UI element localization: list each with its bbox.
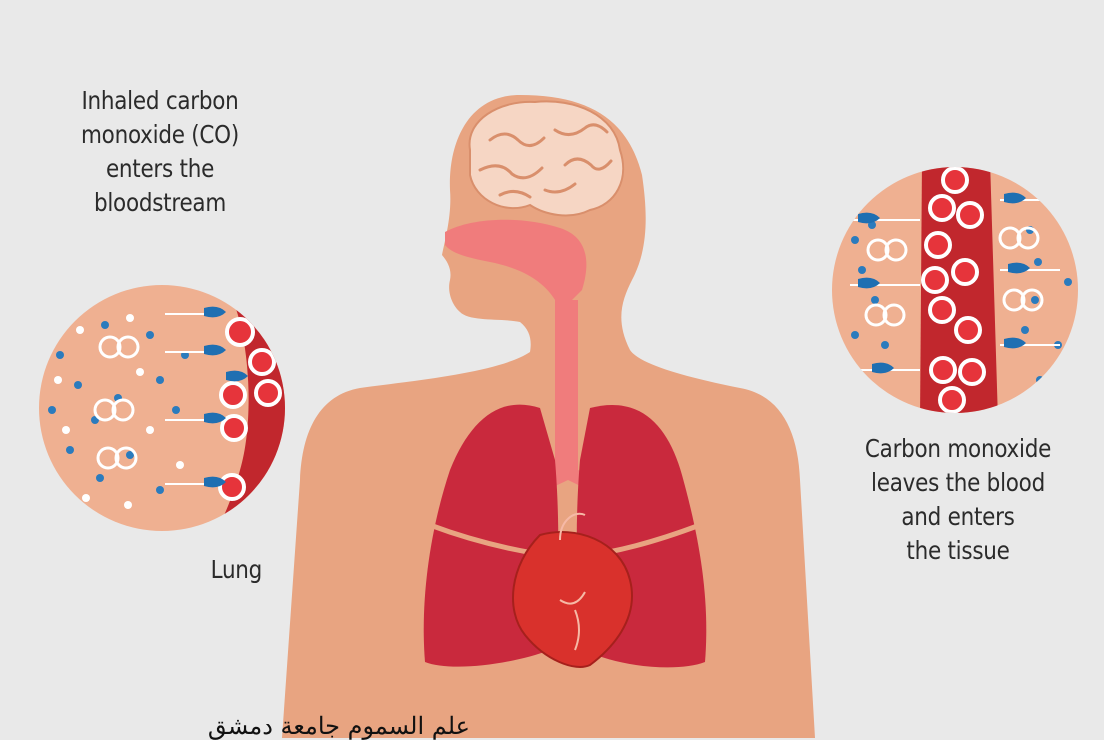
tissue-magnified-circle — [832, 160, 1078, 420]
label-lung: Lung — [211, 553, 280, 587]
label-line: leaves the blood — [838, 466, 1079, 500]
footer-caption: علم السموم جامعة دمشق — [150, 712, 470, 740]
label-co-leaves-blood: Carbon monoxide leaves the blood and ent… — [838, 432, 1079, 568]
label-inhaled-co: Inhaled carbon monoxide (CO) enters the … — [57, 84, 263, 220]
lung-magnified-circle — [39, 280, 300, 540]
label-line: the tissue — [838, 534, 1079, 568]
label-line: enters the — [57, 152, 263, 186]
label-line: and enters — [838, 500, 1079, 534]
label-line: Carbon monoxide — [838, 432, 1079, 466]
label-line: Lung — [211, 553, 280, 587]
label-line: bloodstream — [57, 186, 263, 220]
label-line: Inhaled carbon — [57, 84, 263, 118]
label-line: monoxide (CO) — [57, 118, 263, 152]
brain — [470, 101, 624, 215]
